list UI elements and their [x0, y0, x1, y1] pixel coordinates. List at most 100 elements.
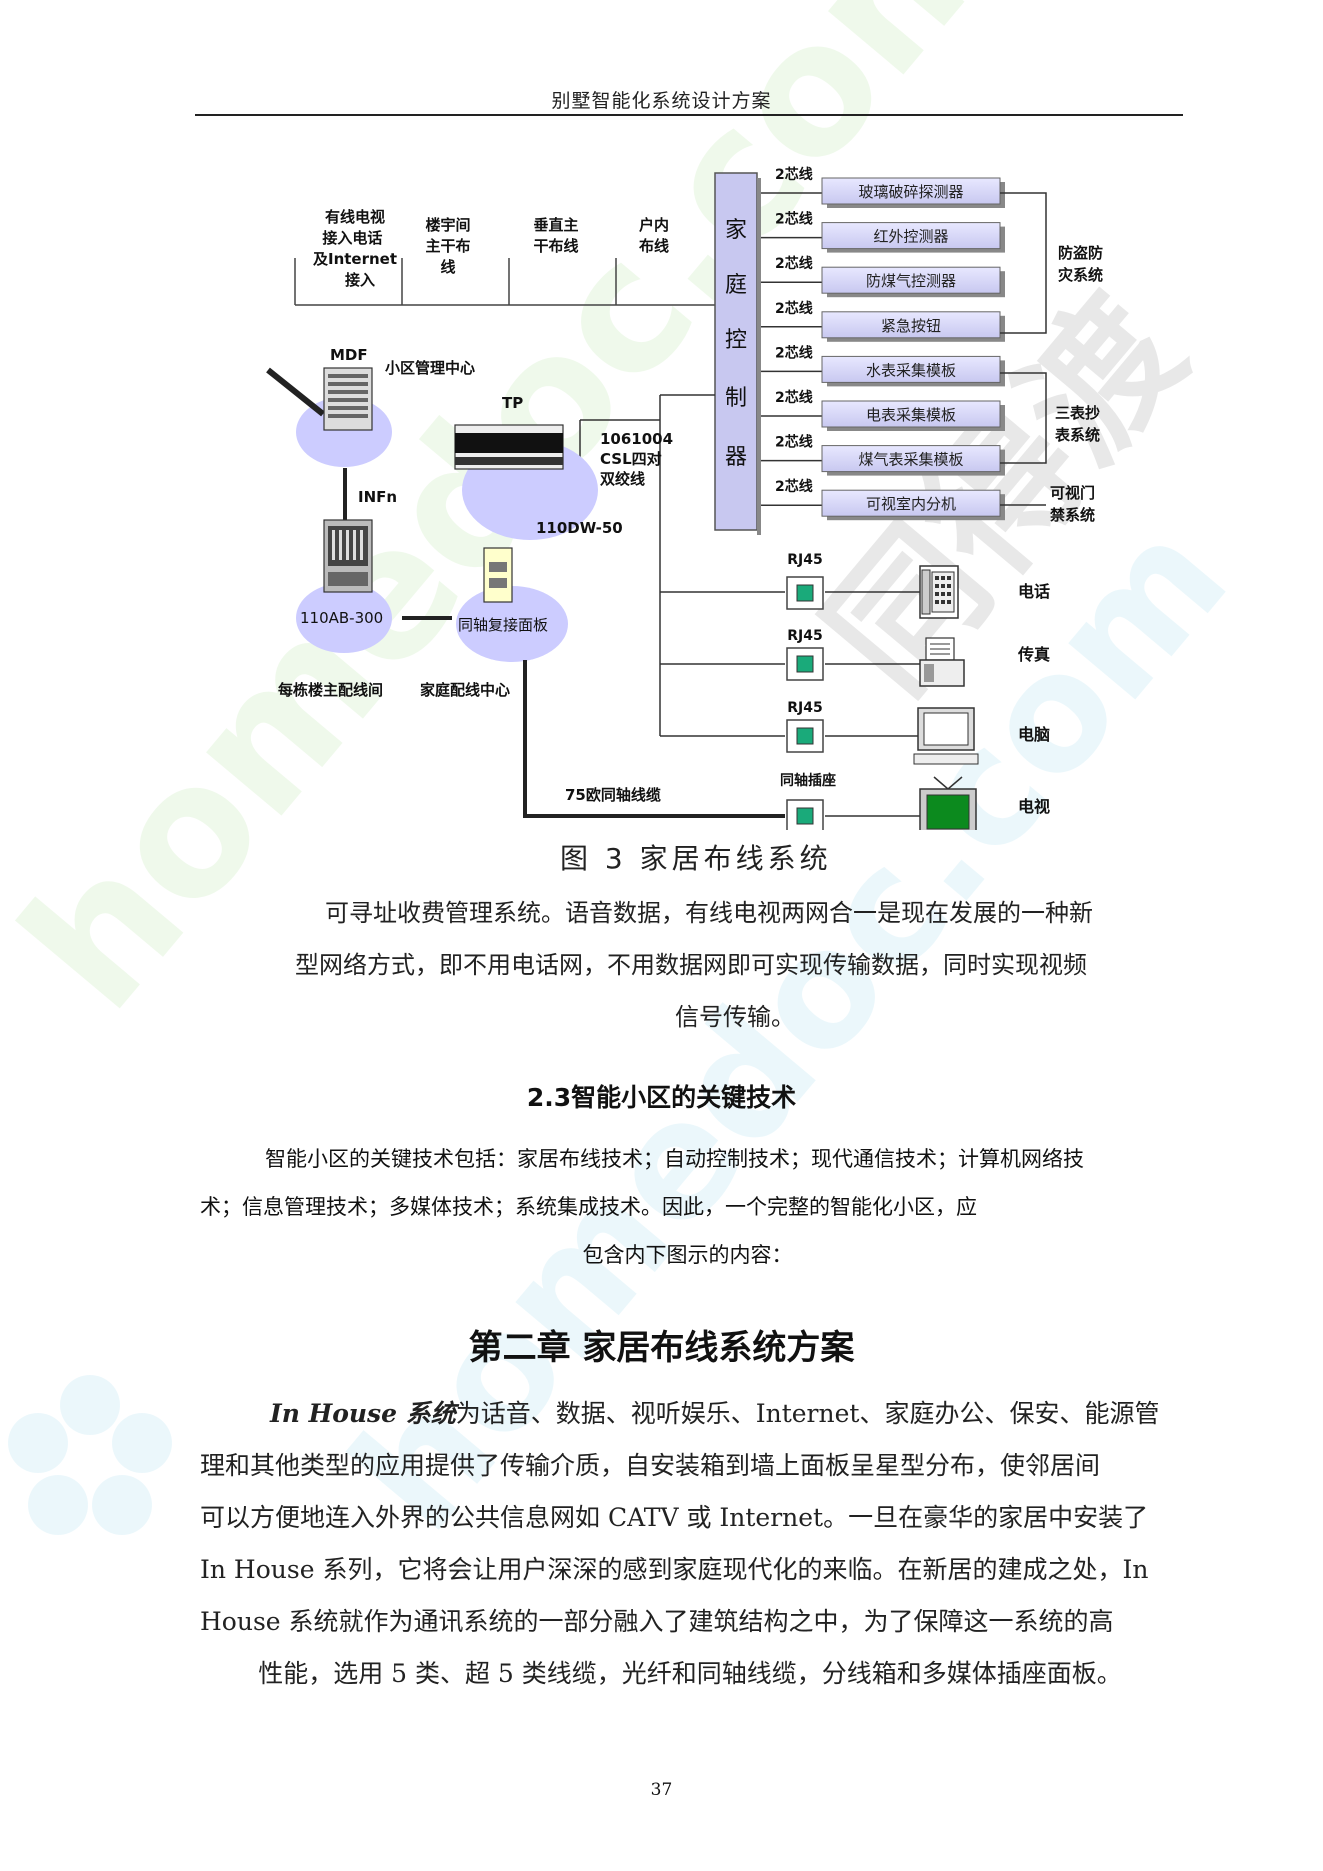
device-box: [821, 222, 1001, 250]
rj45-socket: [786, 647, 824, 681]
terminal-label-tv: 电视: [1018, 797, 1050, 816]
group-brackets: [1000, 192, 1047, 506]
coax-panel-ellipse: [456, 586, 568, 662]
paragraph-2: 智能小区的关键技术包括：家居布线技术；自动控制技术；现代通信技术；计算机网络技 …: [200, 1135, 1175, 1279]
wire-label: 2芯线: [775, 211, 813, 228]
header-title: 别墅智能化系统设计方案: [551, 90, 772, 112]
paragraph-2-line-3: 包含内下图示的内容：: [582, 1243, 793, 1267]
device-box: [821, 266, 1001, 294]
wire-label: 2芯线: [775, 300, 813, 317]
phone-icon: [919, 565, 959, 619]
home-label: 家庭配线中心: [420, 681, 510, 699]
wire-label: 2芯线: [775, 344, 813, 361]
figure-caption: 图 3 家居布线系统: [560, 842, 832, 875]
rj45-socket: [786, 719, 824, 753]
distribution-lines: [579, 394, 920, 817]
rj45-socket: [786, 576, 824, 610]
page-number: 37: [650, 1780, 673, 1800]
paragraph-3-line-2: 理和其他类型的应用提供了传输介质，自安装箱到墙上面板呈星型分布，使邻居间: [200, 1451, 1101, 1480]
paragraph-2-line-2: 术；信息管理技术；多媒体技术；系统集成技术。因此，一个完整的智能化小区，应: [200, 1195, 977, 1219]
group-label-security: 防盗防灾系统: [1058, 244, 1103, 284]
network-side: [266, 367, 785, 818]
paragraph-3: In House 系统为话音、数据、视听娱乐、Internet、家庭办公、保安、…: [200, 1388, 1180, 1700]
coax-panel-icon: [483, 547, 513, 603]
device-label: 红外控测器: [873, 228, 948, 246]
device-label: 煤气表采集模板: [858, 451, 963, 469]
segment-label-3: 垂直主干布线: [533, 216, 578, 255]
ab-label: 110AB-300: [300, 609, 383, 627]
device-label: 电表采集模板: [866, 406, 956, 424]
mdf-label: MDF: [330, 346, 368, 364]
terminal-label-fax: 传真: [1017, 645, 1050, 664]
paragraph-3-line-4: In House 系列，它将会让用户深深的感到家庭现代化的来临。在新居的建成之处…: [200, 1555, 1149, 1584]
group-label-door: 可视门禁系统: [1050, 484, 1095, 524]
terminal-labels: 电话 传真 电脑 电视: [1017, 582, 1050, 816]
coax-cable-label: 75欧同轴线缆: [565, 786, 661, 804]
paragraph-3-line-1: In House 系统为话音、数据、视听娱乐、Internet、家庭办公、保安、…: [200, 1388, 1180, 1440]
paragraph-3-line-5: House 系统就作为通讯系统的一部分融入了建筑结构之中，为了保障这一系统的高: [200, 1607, 1114, 1636]
paragraph-1-line-1: 可寻址收费管理系统。语音数据，有线电视两网合一是现在发展的一种新: [325, 899, 1093, 927]
wire-label: 2芯线: [775, 389, 813, 406]
device-box: [821, 355, 1001, 383]
segment-label-2: 楼宇间主干布线: [425, 216, 470, 276]
terminal-label-computer: 电脑: [1018, 725, 1050, 744]
wire-label: 2芯线: [775, 166, 813, 183]
mdf-rack-icon: [323, 367, 373, 431]
device-box: [821, 177, 1001, 205]
svg-text:器: 器: [725, 445, 747, 470]
rj45-label: RJ45: [787, 700, 822, 716]
wire-label: 2芯线: [775, 478, 813, 495]
terminal-label-phone: 电话: [1018, 582, 1050, 601]
rj45-labels: RJ45 RJ45 RJ45 同轴插座: [780, 552, 836, 789]
paragraph-3-line-3: 可以方便地连入外界的公共信息网如 CATV 或 Internet。一旦在豪华的家…: [200, 1503, 1149, 1532]
computer-icon: [913, 707, 979, 765]
rj45-sockets: [786, 576, 824, 830]
paragraph-2-line-1: 智能小区的关键技术包括：家居布线技术；自动控制技术；现代通信技术；计算机网络技: [265, 1147, 1084, 1171]
dw-label: 110DW-50: [536, 519, 623, 537]
device-box: [821, 311, 1001, 339]
tv-icon: [919, 776, 977, 830]
svg-text:家: 家: [725, 218, 747, 243]
device-label: 玻璃破碎探测器: [858, 183, 963, 201]
tp-device-icon: [454, 424, 564, 470]
mgmt-center-label: 小区管理中心: [385, 359, 475, 377]
wire-label: 2芯线: [775, 434, 813, 451]
paragraph-3-lead: In House 系统: [270, 1399, 456, 1428]
device-label: 水表采集模板: [866, 361, 956, 379]
device-box: [821, 489, 1001, 517]
device-label: 可视室内分机: [866, 495, 956, 513]
device-label: 紧急按钮: [881, 317, 941, 335]
network-labels-light: 110DW-50 110AB-300 同轴复接面板: [300, 519, 623, 634]
infn-label: INFn: [358, 488, 397, 506]
svg-text:庭: 庭: [725, 273, 747, 298]
svg-text:制: 制: [725, 386, 747, 411]
paragraph-3-line-1-text: 为话音、数据、视听娱乐、Internet、家庭办公、保安、能源管: [455, 1399, 1160, 1428]
rj45-label: RJ45: [787, 628, 822, 644]
header-rule: [195, 114, 1183, 116]
device-box: [821, 400, 1001, 428]
paragraph-1-line-2: 型网络方式，即不用电话网，不用数据网即可实现传输数据，同时实现视频: [295, 951, 1087, 979]
svg-text:控: 控: [725, 328, 747, 353]
flower-logo: [8, 1375, 172, 1535]
paragraph-1-line-3: 信号传输。: [675, 1003, 795, 1031]
paragraph-1: 可寻址收费管理系统。语音数据，有线电视两网合一是现在发展的一种新 型网络方式，即…: [295, 887, 1175, 1043]
group-labels: 防盗防灾系统 三表抄表系统 可视门禁系统: [1050, 244, 1103, 524]
device-label: 防煤气控测器: [866, 272, 956, 290]
coax-socket: [786, 799, 824, 830]
paragraph-3-line-6: 性能，选用 5 类、超 5 类线缆，光纤和同轴线缆，分线箱和多媒体插座面板。: [258, 1659, 1122, 1688]
antenna-icon: [266, 367, 325, 417]
infn-rack-icon: [323, 519, 373, 593]
device-box: [821, 445, 1001, 473]
group-label-meter: 三表抄表系统: [1055, 404, 1100, 444]
